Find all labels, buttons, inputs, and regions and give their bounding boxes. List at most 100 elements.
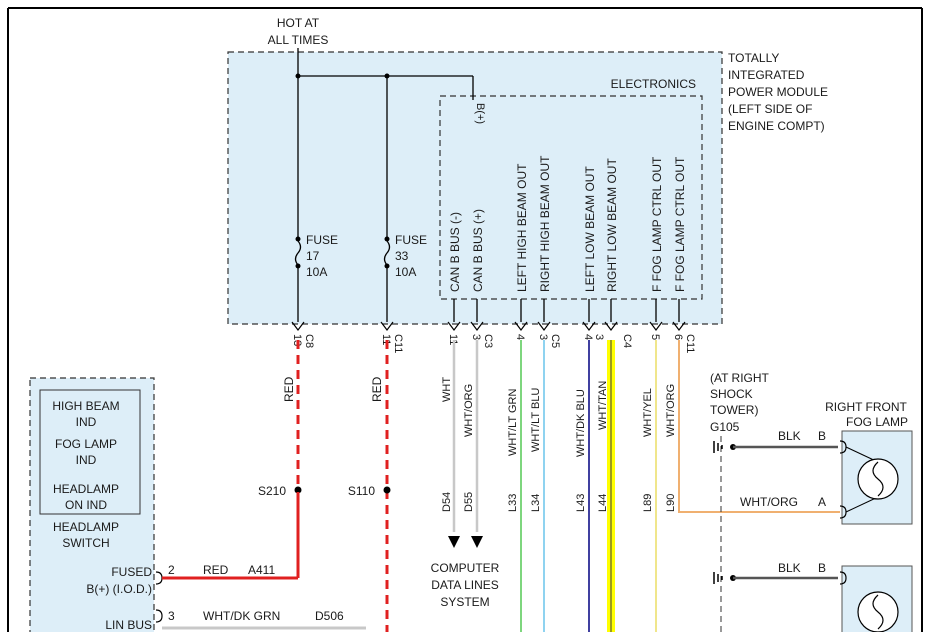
- tipm-title-1: TOTALLY: [728, 51, 779, 65]
- ground-symbol-icon: [713, 441, 723, 453]
- fuse33-label-1: FUSE: [395, 233, 427, 247]
- electronics-label: ELECTRONICS: [611, 77, 696, 91]
- fog-lamp-title-2: FOG LAMP: [846, 415, 908, 429]
- lower-lamp-pin-b: [839, 571, 847, 585]
- ind-high-beam-2: IND: [76, 415, 97, 429]
- output-label-right-low: RIGHT LOW BEAM OUT: [605, 158, 619, 292]
- fuse33-dot-top: [384, 236, 390, 242]
- circuit-d55: D55: [463, 492, 475, 512]
- wire-label-wht: WHT: [441, 377, 453, 402]
- fused-label-1: FUSED: [111, 565, 152, 579]
- tipm-title-3: POWER MODULE: [728, 85, 828, 99]
- wire-fog-2: [678, 340, 840, 513]
- conn-label-2: C11: [392, 334, 404, 353]
- ground-loc-3: TOWER): [710, 403, 758, 417]
- fuse17-label-2: 17: [306, 249, 320, 263]
- conn-label-1: C8: [303, 334, 315, 348]
- wire-label-wht-lt-grn: WHT/LT GRN: [507, 389, 519, 456]
- wire-label-red-2: RED: [370, 376, 384, 402]
- computer-data-1: COMPUTER: [431, 561, 500, 575]
- switch-name-2: SWITCH: [62, 536, 109, 550]
- switch-wht-dk-grn-label: WHT/DK GRN: [203, 609, 280, 623]
- fuse33-label-2: 33: [395, 249, 409, 263]
- output-label-left-high: LEFT HIGH BEAM OUT: [515, 163, 529, 292]
- pin-label-10: 6: [672, 334, 684, 340]
- fuse17-dot-top: [295, 236, 301, 242]
- bulb-filament-icon-2: [872, 594, 884, 630]
- wire-label-wht-tan: WHT/TAN: [597, 381, 609, 430]
- wire-label-wht-org-2: WHT/ORG: [665, 384, 677, 437]
- pin-label-9: 5: [649, 334, 661, 340]
- wire-label-red-1: RED: [282, 376, 296, 402]
- circuit-d54: D54: [441, 492, 453, 512]
- pin-a-fog: A: [818, 495, 826, 509]
- tipm-title-2: INTEGRATED: [728, 68, 805, 82]
- wire-label-wht-yel: WHT/YEL: [642, 388, 654, 437]
- fog-lamp-lead-a: [845, 496, 879, 513]
- switch-red-label: RED: [203, 563, 229, 577]
- conn-label-10: C11: [684, 334, 696, 353]
- wire-label-wht-org-1: WHT/ORG: [463, 384, 475, 437]
- switch-pin-3: [155, 609, 163, 623]
- hot-label-1: HOT AT: [277, 16, 320, 30]
- bplus-label: B(+): [474, 103, 486, 124]
- splice-s110-dot: [383, 486, 391, 494]
- fuse17-label-3: 10A: [306, 265, 327, 279]
- conn-label-6: C5: [549, 334, 561, 348]
- pin-label-8: 3: [593, 334, 605, 340]
- hot-label-2: ALL TIMES: [268, 33, 329, 47]
- ground-loc-2: SHOCK: [710, 387, 753, 401]
- computer-data-3: SYSTEM: [440, 595, 489, 609]
- fuse17-symbol: [294, 240, 302, 266]
- circuit-l89: L89: [642, 494, 654, 512]
- output-stubs: [453, 299, 680, 322]
- ground-symbol-2-icon: [713, 572, 723, 584]
- pin-label-7: 4: [582, 334, 594, 340]
- tipm-module-box: [227, 51, 723, 325]
- switch-pin-2: [155, 571, 163, 585]
- ind-headlamp-1: HEADLAMP: [53, 482, 119, 496]
- arrow-can-pos: [471, 536, 483, 548]
- output-label-can-neg: CAN B BUS (-): [448, 212, 462, 292]
- pin-b-lower: B: [818, 561, 826, 575]
- output-label-right-high: RIGHT HIGH BEAM OUT: [538, 155, 552, 292]
- fog-lamp-title-1: RIGHT FRONT: [825, 400, 907, 414]
- output-label-left-low: LEFT LOW BEAM OUT: [583, 166, 597, 292]
- ind-fog-2: IND: [76, 453, 97, 467]
- fuse17-label-1: FUSE: [306, 233, 338, 247]
- blk-label-fog: BLK: [778, 429, 801, 443]
- switch-pin2-label: 2: [168, 563, 175, 577]
- electronics-box: [439, 95, 703, 300]
- switch-d506-label: D506: [315, 609, 344, 623]
- ind-fog-1: FOG LAMP: [55, 437, 117, 451]
- tipm-title-5: ENGINE COMPT): [728, 119, 825, 133]
- pin-label-4: 3: [470, 334, 482, 340]
- circuit-l90: L90: [665, 494, 677, 512]
- blk-label-lower: BLK: [778, 561, 801, 575]
- splice-s210-dot: [294, 486, 302, 494]
- wire-label-wht-lt-blu: WHT/LT BLU: [530, 388, 542, 452]
- circuit-l33: L33: [507, 494, 519, 512]
- ind-high-beam-1: HIGH BEAM: [52, 399, 119, 413]
- switch-name-1: HEADLAMP: [53, 520, 119, 534]
- ind-headlamp-2: ON IND: [65, 498, 107, 512]
- bulb-filament-icon: [872, 461, 884, 497]
- circuit-l44: L44: [597, 494, 609, 512]
- switch-pin3-label: 3: [168, 609, 175, 623]
- output-label-fog-1: F FOG LAMP CTRL OUT: [650, 156, 664, 292]
- pin-label-3: 11: [447, 334, 459, 345]
- ground-loc-1: (AT RIGHT: [710, 371, 770, 385]
- output-label-fog-2: F FOG LAMP CTRL OUT: [673, 156, 687, 292]
- tipm-title-4: (LEFT SIDE OF: [728, 102, 812, 116]
- pin-label-2: 11: [380, 334, 392, 345]
- ground-id: G105: [710, 420, 740, 434]
- computer-data-2: DATA LINES: [431, 578, 499, 592]
- wht-org-label-fog: WHT/ORG: [740, 495, 798, 509]
- fuse33-label-3: 10A: [395, 265, 416, 279]
- pin-label-5: 4: [514, 334, 526, 340]
- circuit-l34: L34: [530, 494, 542, 512]
- wire-label-wht-dk-blu: WHT/DK BLU: [575, 389, 587, 457]
- pin-b-fog: B: [818, 429, 826, 443]
- arrow-can-neg: [448, 536, 460, 548]
